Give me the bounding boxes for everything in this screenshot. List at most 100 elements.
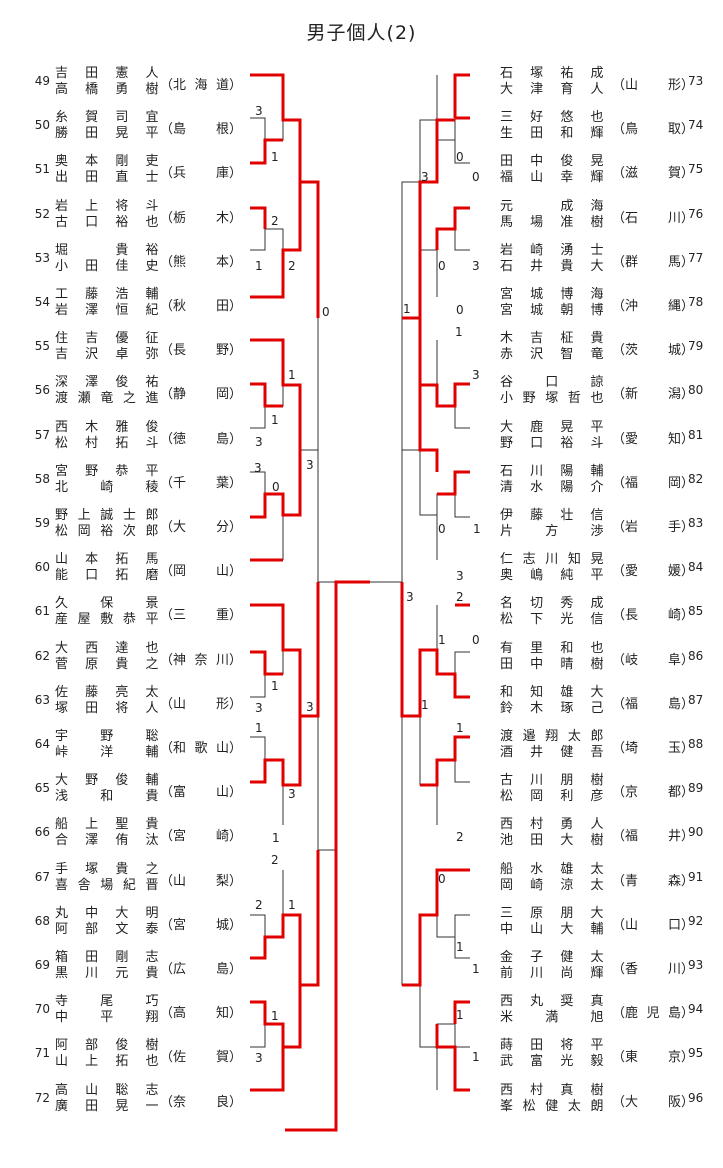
player-name: 田中晴樹 xyxy=(500,656,604,672)
prefecture-name: 山梨 xyxy=(173,873,230,889)
player-pair: 奥本剛吏出田直士 xyxy=(55,154,159,186)
seed-number: 78 xyxy=(688,295,704,309)
prefecture-name: 奈良 xyxy=(173,1094,230,1110)
prefecture-label: （兵庫） xyxy=(160,162,242,181)
paren-open: （ xyxy=(612,1006,626,1022)
prefecture-label: （栃木） xyxy=(160,207,242,226)
player-pair: 久保景産屋敷恭平 xyxy=(55,596,159,628)
paren-close: ） xyxy=(681,1050,695,1066)
match-score: 1 xyxy=(473,522,481,536)
paren-close: ） xyxy=(229,917,243,933)
paren-close: ） xyxy=(229,431,243,447)
paren-open: （ xyxy=(160,608,174,624)
match-score: 0 xyxy=(438,259,446,273)
player-name: 渡瀬竜之進 xyxy=(55,391,159,407)
player-name: 中平翔 xyxy=(55,1010,159,1026)
prefecture-label: （福岡） xyxy=(612,472,694,491)
match-score: 1 xyxy=(421,698,429,712)
paren-open: （ xyxy=(612,696,626,712)
prefecture-label: （長崎） xyxy=(612,604,694,623)
player-pair: 谷 口 諒小野塚哲也 xyxy=(500,375,604,407)
player-name: 鈴木琢己 xyxy=(500,700,604,716)
seed-number: 77 xyxy=(688,250,704,265)
paren-close: ） xyxy=(681,608,695,624)
prefecture-name: 新潟 xyxy=(625,387,682,403)
player-pair: 深澤俊祐渡瀬竜之進 xyxy=(55,375,159,407)
paren-open: （ xyxy=(160,741,174,756)
seed-number: 75 xyxy=(688,162,704,177)
prefecture-label: （高知） xyxy=(160,1002,242,1021)
match-score: 3 xyxy=(472,368,480,382)
match-score: 1 xyxy=(456,940,464,954)
player-pair: 金子健太前川尚輝 xyxy=(500,950,604,982)
prefecture-label: （鳥取） xyxy=(612,118,694,137)
player-pair: 船上聖貴合澤侑汰 xyxy=(55,817,159,849)
paren-close: ） xyxy=(229,564,243,580)
player-name: 高橋勇樹 xyxy=(55,82,159,97)
player-pair: 蒔田将平武富光毅 xyxy=(500,1038,604,1070)
player-name: 西村勇人 xyxy=(500,817,604,833)
player-name: 石川陽輔 xyxy=(500,463,604,479)
prefecture-name: 兵庫 xyxy=(173,166,230,182)
prefecture-label: （愛知） xyxy=(612,428,694,447)
paren-close: ） xyxy=(681,1094,695,1110)
prefecture-label: （石川） xyxy=(612,207,694,226)
player-name: 西村真樹 xyxy=(500,1082,604,1098)
prefecture-label: （富山） xyxy=(160,781,242,800)
match-score: 1 xyxy=(272,831,280,845)
match-score: 3 xyxy=(255,104,263,118)
player-pair: 佐藤亮太塚田将人 xyxy=(55,685,159,717)
paren-open: （ xyxy=(160,873,174,889)
paren-close: ） xyxy=(229,299,243,314)
player-name: 宮野恭平 xyxy=(55,463,159,479)
prefecture-label: （滋賀） xyxy=(612,162,694,181)
seed-number: 85 xyxy=(688,604,704,619)
seed-number: 54 xyxy=(34,295,50,309)
player-pair: 古川朋樹松岡利彦 xyxy=(500,773,604,805)
player-name: 船水雄太 xyxy=(500,861,604,877)
paren-close: ） xyxy=(681,785,695,801)
seed-number: 52 xyxy=(34,206,50,221)
paren-close: ） xyxy=(229,652,243,668)
match-score: 1 xyxy=(455,325,463,339)
player-name: 岩崎湧士 xyxy=(500,242,604,258)
prefecture-label: （岩手） xyxy=(612,516,694,535)
seed-number: 96 xyxy=(688,1090,704,1105)
prefecture-name: 岐阜 xyxy=(625,652,682,668)
paren-close: ） xyxy=(229,741,243,756)
match-score: 3 xyxy=(472,259,480,273)
paren-open: （ xyxy=(160,343,174,359)
prefecture-name: 大分 xyxy=(173,520,230,535)
prefecture-name: 埼玉 xyxy=(625,741,682,756)
prefecture-name: 福井 xyxy=(625,829,682,845)
player-name: 菅原貴之 xyxy=(55,656,159,672)
paren-close: ） xyxy=(229,1050,243,1066)
prefecture-label: （静岡） xyxy=(160,383,242,402)
player-pair: 元 成海馬場准樹 xyxy=(500,199,604,231)
player-pair: 名切秀成松下光信 xyxy=(500,596,604,628)
player-pair: 仁志川知晃奥嶋純平 xyxy=(500,552,604,584)
prefecture-name: 香川 xyxy=(625,962,682,977)
player-pair: 堀 貴裕小田佳史 xyxy=(55,243,159,275)
paren-close: ） xyxy=(681,78,695,93)
paren-open: （ xyxy=(612,917,626,933)
player-name: 高山聡志 xyxy=(55,1082,159,1098)
match-score: 0 xyxy=(472,170,480,184)
paren-close: ） xyxy=(681,962,695,977)
player-name: 古口裕也 xyxy=(55,214,159,230)
player-pair: 西木雅俊松村拓斗 xyxy=(55,420,159,452)
player-name: 箱田剛志 xyxy=(55,950,159,965)
prefecture-name: 鳥取 xyxy=(625,122,682,138)
player-name: 久保景 xyxy=(55,596,159,612)
paren-open: （ xyxy=(160,564,174,580)
player-name: 黒川元貴 xyxy=(55,966,159,981)
match-score: 0 xyxy=(438,522,446,536)
match-score: 3 xyxy=(255,1051,263,1065)
prefecture-label: （京都） xyxy=(612,781,694,800)
seed-number: 93 xyxy=(688,958,704,972)
prefecture-name: 山形 xyxy=(625,78,682,93)
prefecture-name: 東京 xyxy=(625,1050,682,1066)
player-pair: 船水雄太岡崎涼太 xyxy=(500,862,604,894)
prefecture-label: （宮崎） xyxy=(160,825,242,844)
paren-close: ） xyxy=(229,122,243,138)
